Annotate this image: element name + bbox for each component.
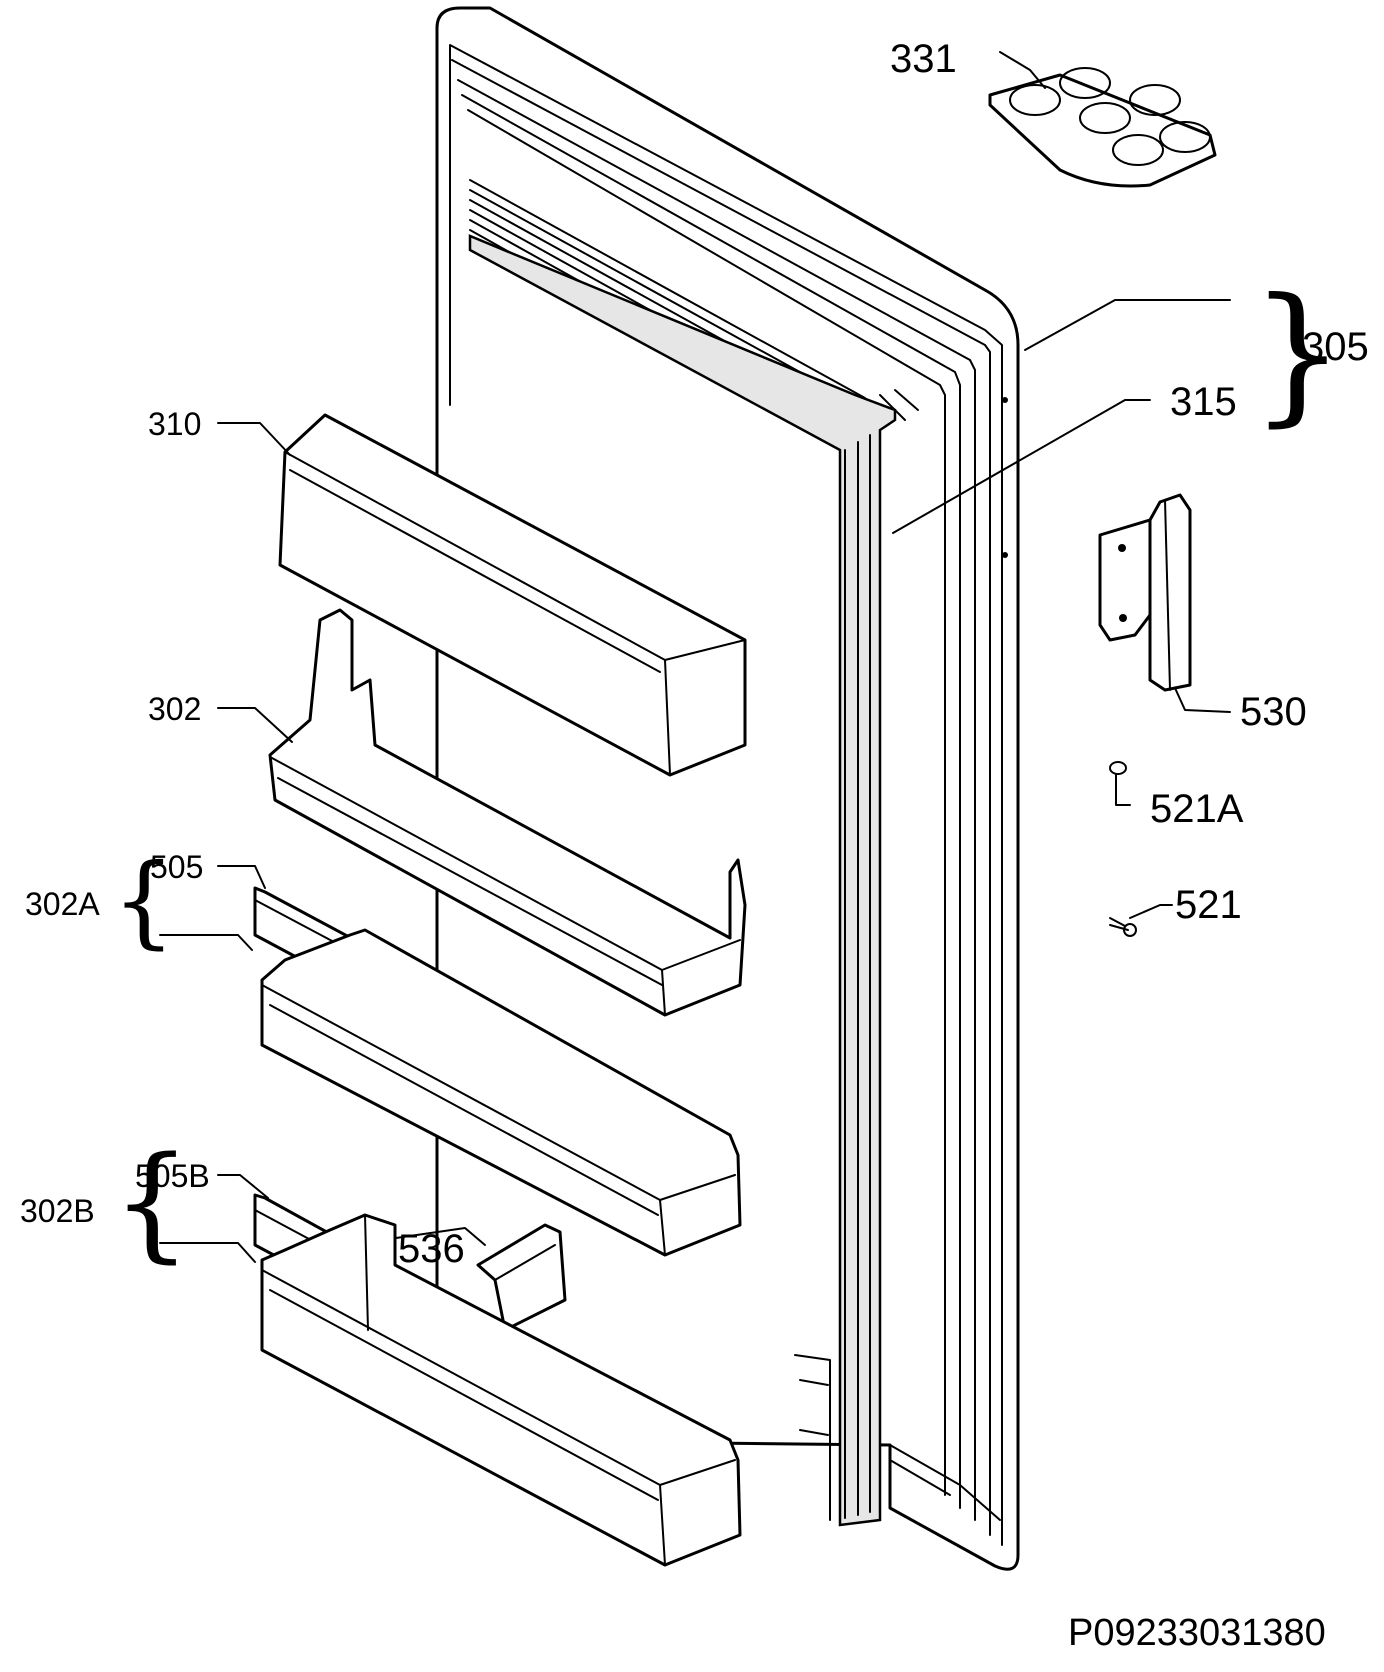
label-530: 530 [1240, 690, 1307, 734]
label-302A: 302A [25, 886, 100, 922]
brace-302A: { [112, 842, 176, 959]
door-shelf-302 [268, 608, 747, 1017]
label-505B: 505B [135, 1158, 210, 1194]
label-505: 505 [150, 849, 203, 885]
door-gasket [468, 234, 897, 1527]
leader-lines [159, 51, 1231, 1263]
drawing-code: P09233031380 [1068, 1612, 1326, 1654]
bottle-divider-536 [476, 1223, 567, 1332]
label-521: 521 [1175, 883, 1242, 927]
brace-305: } [1250, 267, 1345, 441]
door-shelf-302A [260, 928, 742, 1257]
label-536: 536 [398, 1227, 465, 1271]
hinge-530 [1098, 493, 1192, 692]
label-315: 315 [1170, 380, 1237, 424]
brace-302B: { [112, 1130, 192, 1275]
label-331: 331 [890, 37, 957, 81]
label-302B: 302B [20, 1193, 95, 1229]
dairy-compartment-flap [278, 413, 747, 777]
washer-521A [1109, 761, 1131, 806]
screw-521 [1109, 917, 1137, 937]
part-labels: 331 305 315 310 302 530 302A 505 521A 52… [20, 37, 1369, 1654]
label-305: 305 [1302, 325, 1369, 369]
label-302: 302 [148, 691, 201, 727]
label-521A: 521A [1150, 787, 1244, 831]
door-shelf-302B [260, 1213, 742, 1567]
egg-tray [988, 67, 1217, 188]
label-310: 310 [148, 406, 201, 442]
